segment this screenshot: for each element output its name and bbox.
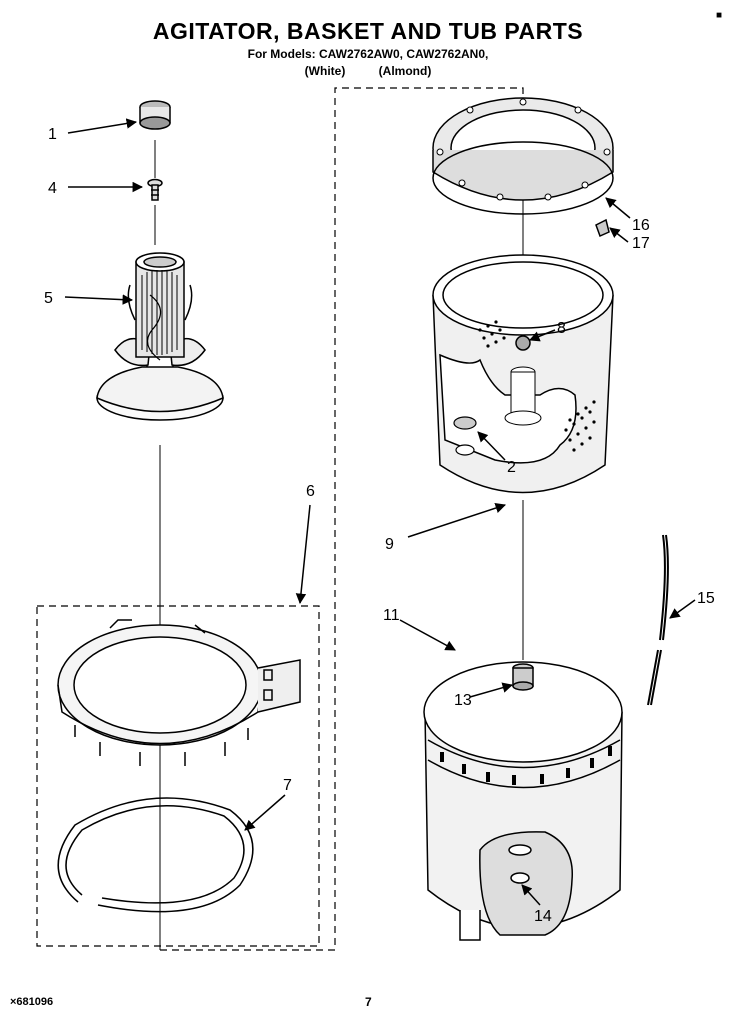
callout-2: 2 <box>507 459 516 476</box>
balance-ring-part <box>57 619 301 766</box>
callout-14: 14 <box>534 908 552 925</box>
callout-4: 4 <box>48 180 57 197</box>
tub-seal-part <box>512 663 534 691</box>
callout-16: 16 <box>632 217 650 234</box>
agitator-bolt-part <box>147 178 163 201</box>
callout-11: 11 <box>383 607 400 624</box>
callout-6: 6 <box>306 483 315 500</box>
basket-part <box>432 254 614 494</box>
callout-13: 13 <box>454 692 472 709</box>
callout-1: 1 <box>48 126 57 143</box>
agitator-cap-part <box>139 100 171 130</box>
assembly-dash-lines <box>36 87 524 951</box>
page-number: 7 <box>365 995 372 1009</box>
corner-registration-mark: ■ <box>716 10 723 21</box>
snap-ring-part <box>57 797 254 913</box>
basket-plug-part <box>453 416 477 456</box>
callout-8: 8 <box>557 320 566 337</box>
callout-5: 5 <box>44 290 53 307</box>
callout-15: 15 <box>697 590 715 607</box>
color-variants-line: (White) (Almond) <box>304 64 432 78</box>
callout-7: 7 <box>283 777 292 794</box>
tub-ring-part <box>432 97 614 215</box>
callout-leaders <box>64 118 696 906</box>
callout-labels: 1 4 5 6 7 8 2 9 16 17 11 13 14 15 <box>44 126 715 925</box>
agitator-part <box>96 252 224 421</box>
models-line: For Models: CAW2762AW0, CAW2762AN0, <box>247 47 489 61</box>
callout-9: 9 <box>385 536 394 553</box>
page-title: AGITATOR, BASKET AND TUB PARTS <box>152 18 584 44</box>
tub-ring-clip-part <box>595 218 610 238</box>
callout-17: 17 <box>632 235 650 252</box>
outer-tub-part <box>423 661 623 941</box>
document-code: ×681096 <box>10 996 54 1008</box>
hose-part <box>647 534 669 706</box>
